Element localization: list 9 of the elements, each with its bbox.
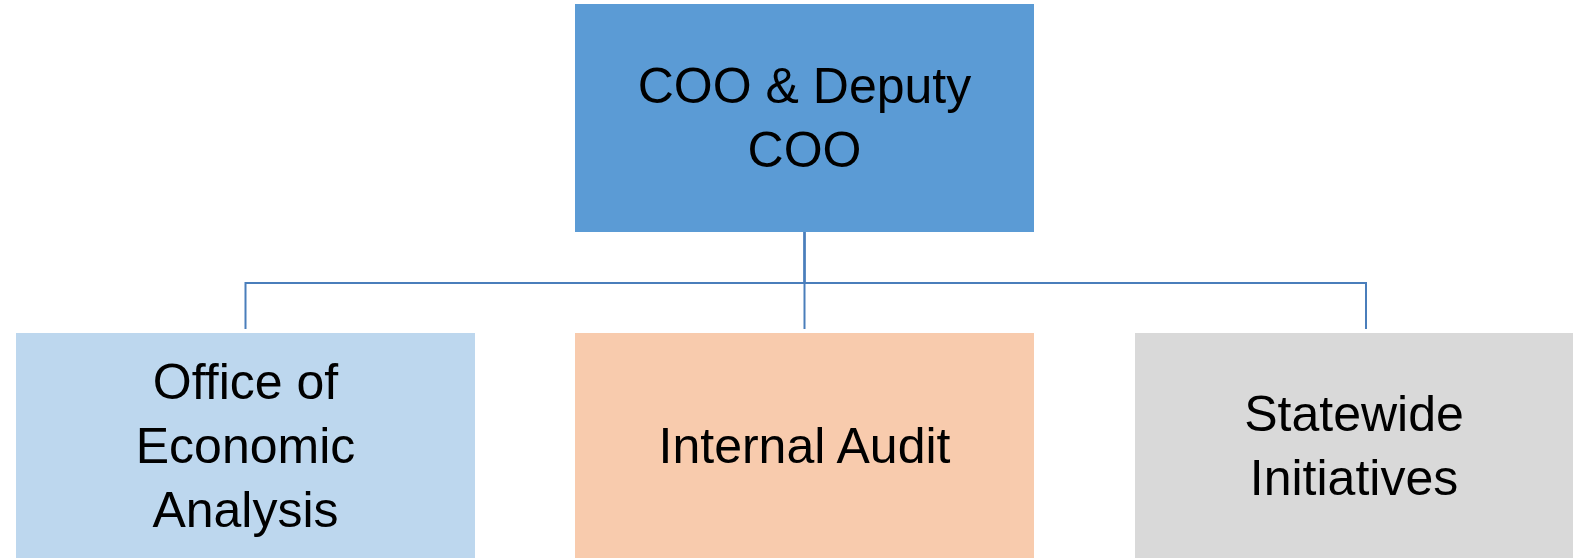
box-label: COO & Deputy COO — [636, 57, 973, 180]
box-label: Internal Audit — [657, 416, 952, 476]
org-box — [575, 333, 1034, 558]
box-label: Statewide Initiatives — [1243, 384, 1465, 508]
box-label: Office of Economic Analysis — [134, 352, 357, 540]
org-box — [575, 4, 1034, 232]
connector-line — [803, 231, 1367, 330]
org-box — [1135, 333, 1573, 558]
org-box — [16, 333, 475, 558]
